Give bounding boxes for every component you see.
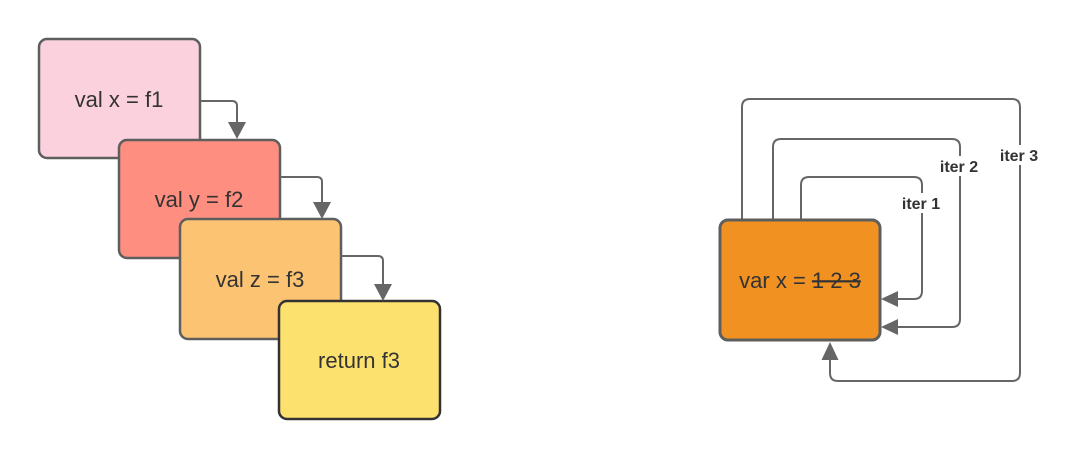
- arrowhead-left-icon: [881, 319, 898, 335]
- loop-iter-1-connector: [800, 176, 923, 300]
- loop-iter-3-connector: [741, 98, 1021, 382]
- iter-1-label: iter 1: [902, 196, 940, 213]
- loop-iteration-diagram: var x = 1 2 3 iter 1 iter 2 iter 3: [718, 98, 1045, 382]
- connector-frame2-frame3: [280, 176, 323, 204]
- arrowhead-left-icon: [881, 291, 898, 307]
- iter-3-label: iter 3: [1000, 148, 1038, 165]
- arrowhead-down-icon: [228, 122, 246, 139]
- frame-1-label: val x = f1: [75, 87, 164, 112]
- var-box-label-struck-values: 1 2 3: [812, 268, 861, 293]
- arrowhead-down-icon: [374, 284, 392, 301]
- iter-2-label: iter 2: [940, 159, 978, 176]
- connector-frame1-frame2: [200, 100, 238, 124]
- connector-frame3-frame4: [341, 255, 384, 286]
- loop-iter-2-connector: [772, 138, 961, 328]
- call-stack-diagram: val x = f1 val y = f2 val z = f3 return …: [37, 37, 442, 421]
- var-box-label: var x = 1 2 3: [739, 268, 861, 293]
- frame-box-4: [277, 299, 442, 421]
- iter-3-label-bg: [993, 145, 1045, 165]
- frame-2-label: val y = f2: [155, 187, 244, 212]
- iter-1-label-bg: [895, 193, 947, 213]
- var-box-label-prefix: var x =: [739, 268, 812, 293]
- arrowhead-up-icon: [821, 342, 839, 360]
- arrowhead-down-icon: [313, 202, 331, 219]
- iter-2-label-bg: [933, 156, 985, 176]
- var-box: [718, 218, 882, 342]
- frame-3-label: val z = f3: [216, 267, 305, 292]
- frame-4-label: return f3: [318, 348, 400, 373]
